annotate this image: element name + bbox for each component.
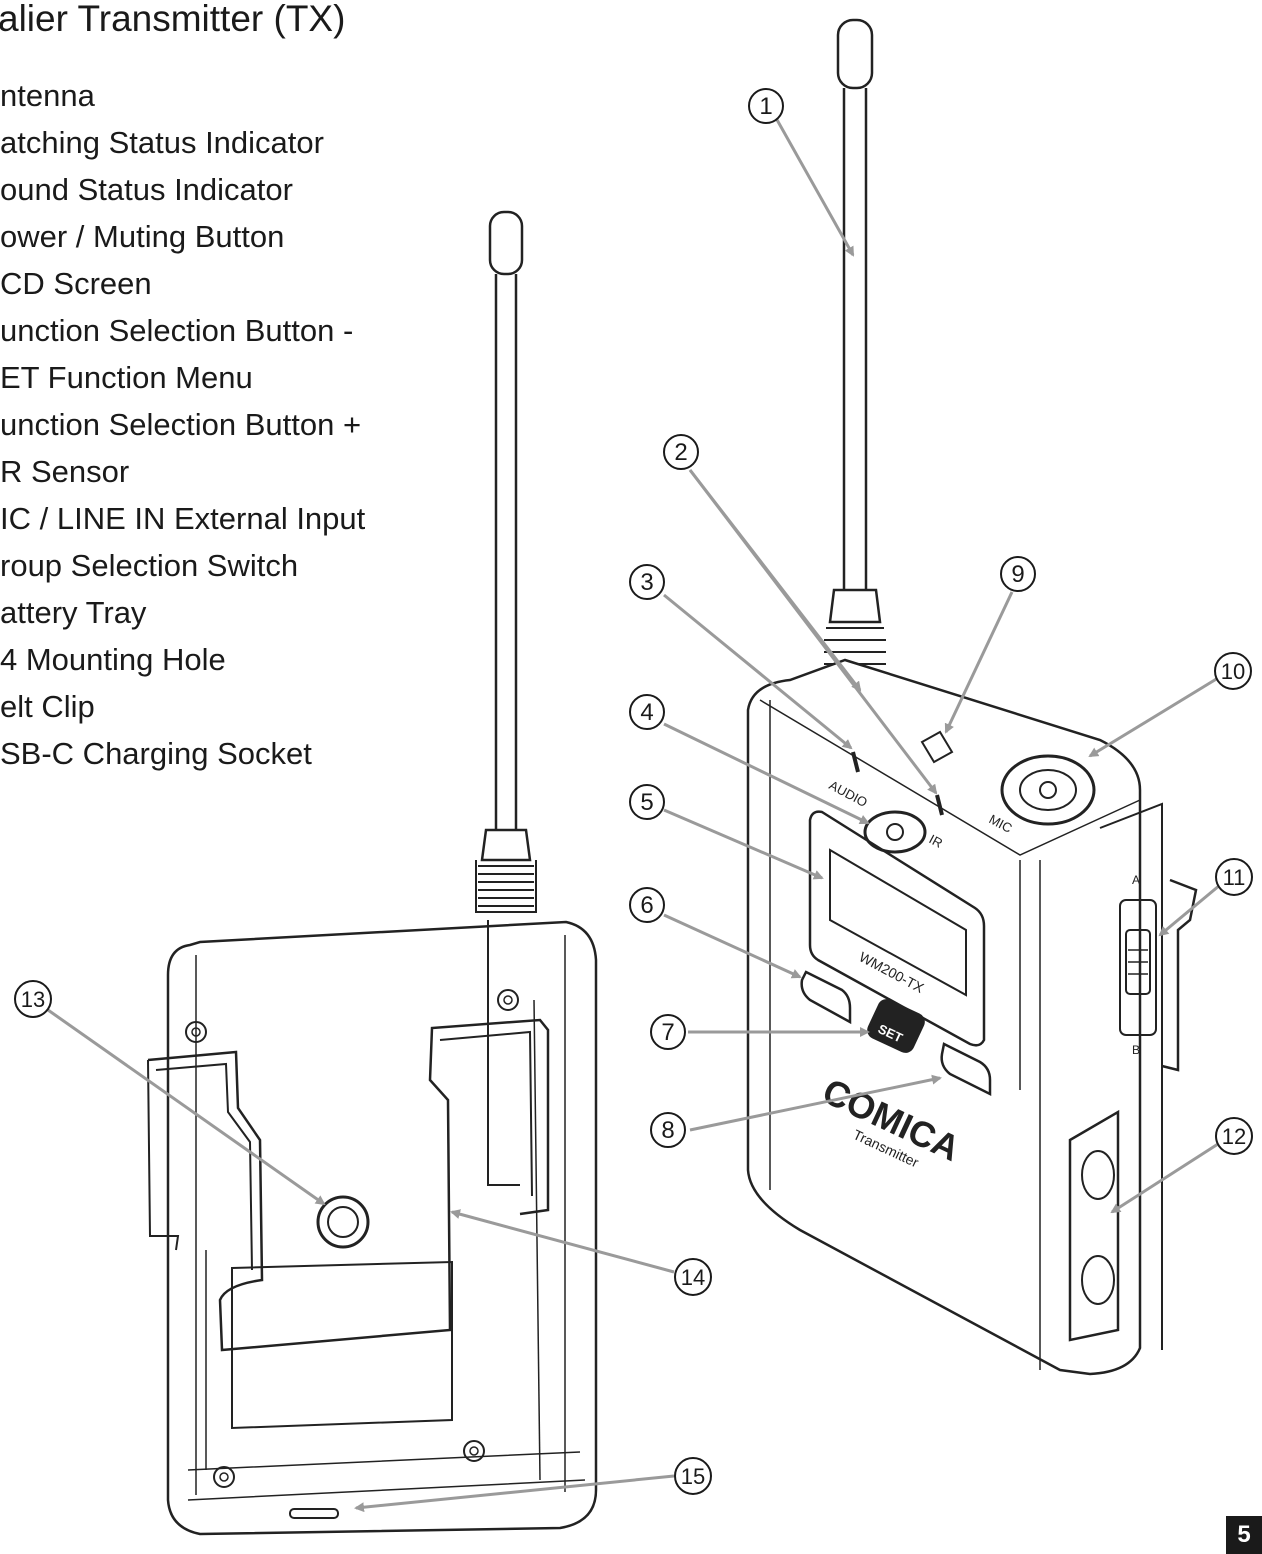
- callout-11: 11: [1215, 858, 1253, 896]
- leader-12: [1110, 1142, 1219, 1214]
- leader-1: [774, 117, 855, 257]
- back-antenna-tip: [488, 210, 524, 276]
- part-label-11: roup Selection Switch: [0, 548, 299, 583]
- callout-1: 1: [748, 88, 784, 124]
- power-mute-button: [863, 810, 927, 854]
- belt-clip-wire: [147, 1018, 550, 1352]
- parts-list: ntenna atching Status Indicator ound Sta…: [0, 72, 365, 777]
- ir-sensor: [920, 730, 954, 764]
- leader-15: [354, 1474, 675, 1513]
- part-label-8: unction Selection Button +: [0, 407, 362, 442]
- leader-9: [944, 591, 1014, 734]
- svg-text:15: 15: [681, 1464, 705, 1489]
- battery-tray: [1068, 1109, 1120, 1342]
- callout-2: 2: [663, 434, 699, 470]
- usb-c-socket: [289, 1508, 339, 1519]
- callout-14: 14: [674, 1258, 712, 1296]
- svg-text:3: 3: [640, 569, 653, 596]
- front-view-transmitter: [746, 18, 1198, 1376]
- ir-led-label: IR: [927, 831, 946, 850]
- svg-text:2: 2: [674, 439, 687, 466]
- leader-13: [47, 1008, 326, 1206]
- back-antenna-collar: [480, 828, 532, 862]
- ir-led: [935, 794, 944, 816]
- callout-9: 9: [1000, 556, 1036, 592]
- part-label-14: elt Clip: [0, 689, 95, 724]
- mic-input-port: [1000, 754, 1096, 826]
- minus-button: [800, 970, 852, 1025]
- callout-7: 7: [650, 1014, 686, 1050]
- leader-3: [663, 593, 853, 750]
- leader-11: [1158, 883, 1221, 937]
- back-view-transmitter: [147, 210, 598, 1536]
- svg-text:12: 12: [1222, 1124, 1246, 1149]
- callout-10: 10: [1214, 652, 1252, 690]
- svg-text:14: 14: [681, 1265, 705, 1290]
- callout-3: 3: [629, 564, 665, 600]
- front-body: [746, 658, 1142, 1376]
- switch-a-label: A: [1132, 873, 1140, 887]
- back-antenna-thread: [475, 860, 537, 913]
- back-body: [166, 920, 598, 1536]
- svg-text:6: 6: [640, 892, 653, 919]
- mounting-hole: [316, 1195, 370, 1249]
- part-label-10: IC / LINE IN External Input: [0, 501, 366, 536]
- callout-4: 4: [629, 694, 665, 730]
- back-battery-panel: [231, 1260, 453, 1430]
- callout-badges: 1 2 3 4 5 6 7 8 9 10 11 12 13 14 15: [14, 88, 1253, 1495]
- leader-14: [450, 1209, 675, 1274]
- callout-6: 6: [629, 887, 665, 923]
- part-label-12: attery Tray: [0, 595, 147, 630]
- page-number-badge: 5: [1226, 1516, 1262, 1554]
- lcd-screen: [829, 848, 967, 997]
- part-label-1: ntenna: [0, 78, 95, 113]
- part-label-5: CD Screen: [0, 266, 152, 301]
- svg-text:11: 11: [1223, 865, 1246, 890]
- part-label-9: R Sensor: [0, 454, 130, 489]
- front-antenna-tip: [836, 18, 874, 90]
- part-label-13: 4 Mounting Hole: [0, 642, 226, 677]
- leader-4: [663, 722, 870, 825]
- callout-12: 12: [1215, 1117, 1253, 1155]
- callout-13: 13: [14, 980, 52, 1018]
- front-belt-clip: [1161, 878, 1198, 1072]
- svg-text:8: 8: [661, 1117, 674, 1144]
- part-label-2: atching Status Indicator: [0, 125, 324, 160]
- leader-6: [663, 913, 802, 979]
- part-label-3: ound Status Indicator: [0, 172, 293, 207]
- audio-led: [851, 751, 860, 773]
- svg-text:7: 7: [661, 1019, 674, 1046]
- front-antenna-rod: [842, 88, 868, 590]
- back-screw: [185, 1021, 207, 1043]
- group-switch-slider: [1125, 929, 1151, 995]
- callout-leaders: [47, 117, 1221, 1513]
- set-button: [867, 999, 925, 1053]
- part-label-15: SB-C Charging Socket: [0, 736, 312, 771]
- callout-15: 15: [674, 1457, 712, 1495]
- part-label-6b: ET Function Menu: [0, 360, 253, 395]
- part-label-6: unction Selection Button -: [0, 313, 354, 348]
- callout-5: 5: [629, 784, 665, 820]
- svg-text:10: 10: [1221, 659, 1245, 684]
- plus-button: [940, 1042, 992, 1097]
- lcd-screen-frame: [808, 810, 986, 1047]
- leader-8: [689, 1074, 942, 1132]
- group-switch-frame: [1119, 899, 1157, 1036]
- page-title: alier Transmitter (TX): [0, 0, 346, 39]
- switch-b-label: B: [1132, 1043, 1140, 1057]
- leader-2-b: [688, 469, 938, 795]
- svg-text:5: 5: [640, 789, 653, 816]
- leader-10: [1088, 676, 1219, 758]
- part-label-4: ower / Muting Button: [0, 219, 285, 254]
- back-antenna-rod: [494, 274, 518, 830]
- svg-text:13: 13: [21, 987, 45, 1012]
- svg-text:9: 9: [1011, 561, 1024, 588]
- leader-5: [663, 808, 824, 880]
- svg-text:1: 1: [759, 93, 772, 120]
- svg-text:4: 4: [640, 699, 653, 726]
- callout-8: 8: [650, 1112, 686, 1148]
